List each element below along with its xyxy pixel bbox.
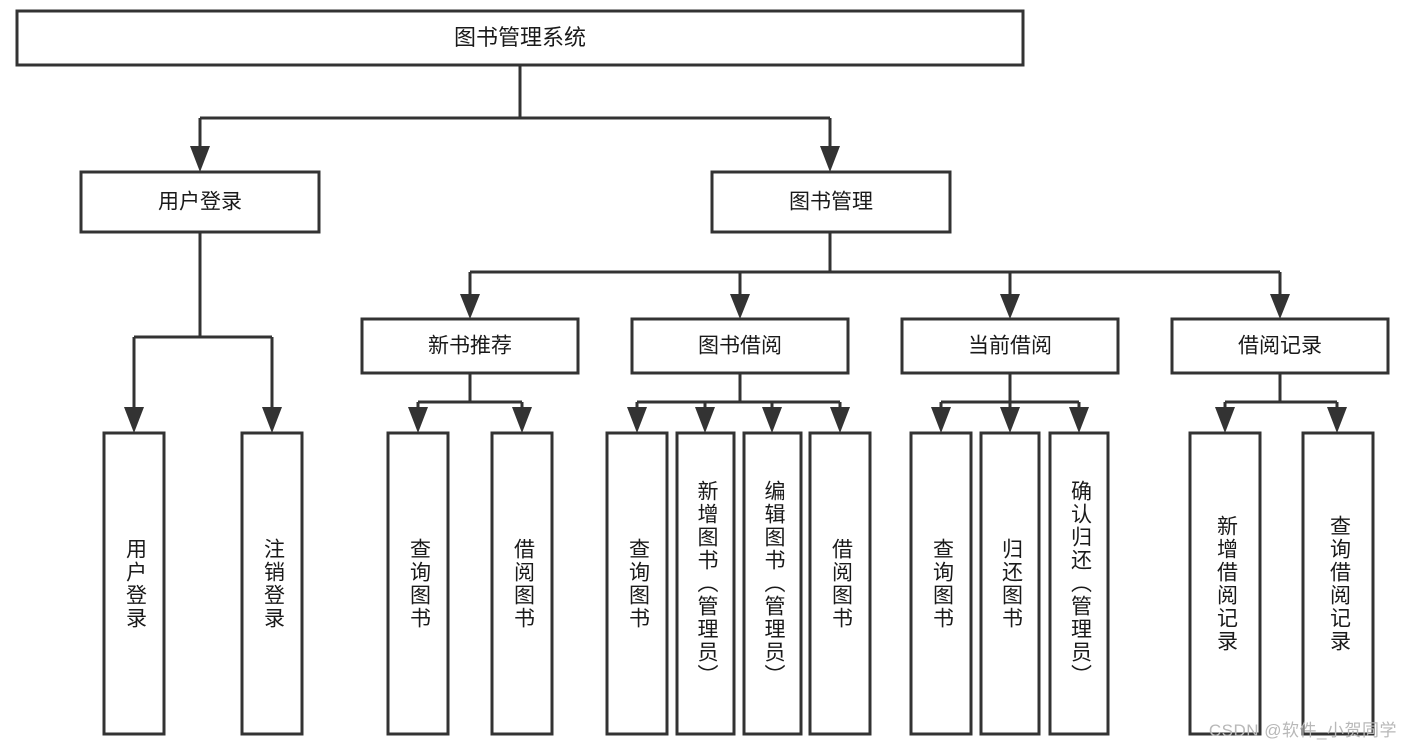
node-box-leaf-borrow-book-2[interactable] [808, 431, 872, 736]
watermark: CSDN @软件_小贺同学 [1208, 721, 1397, 740]
node-box-book-borrow[interactable] [630, 317, 850, 375]
arrow-head-leaf-return-book [1000, 407, 1020, 433]
node-box-leaf-query-book-1[interactable] [386, 431, 450, 736]
arrow-head-user-login [190, 146, 210, 172]
node-labels: 图书管理系统 用户登录 图书管理 新书推荐 图书借阅 当前借阅 借阅记录 [158, 25, 1322, 358]
node-boxes [15, 9, 1390, 736]
node-label-borrow-record: 借阅记录 [1238, 335, 1322, 358]
node-box-leaf-query-record[interactable] [1301, 431, 1375, 736]
node-label-user-login: 用户登录 [158, 191, 242, 214]
node-label-book-borrow: 图书借阅 [698, 335, 782, 358]
arrow-head-leaf-user-login [124, 407, 144, 433]
node-box-new-book-recommend[interactable] [360, 317, 580, 375]
node-box-user-login[interactable] [79, 170, 321, 234]
node-box-leaf-edit-book[interactable] [742, 431, 803, 736]
node-box-leaf-borrow-book-1[interactable] [490, 431, 554, 736]
node-label-root: 图书管理系统 [454, 25, 586, 50]
arrow-head-leaf-logout-login [262, 407, 282, 433]
node-box-book-manage[interactable] [710, 170, 952, 234]
arrow-head-leaf-query-book-2 [627, 407, 647, 433]
node-box-leaf-add-book[interactable] [675, 431, 736, 736]
arrow-head-leaf-query-record [1327, 407, 1347, 433]
node-box-leaf-query-book-2[interactable] [605, 431, 669, 736]
arrow-head-borrow-record [1270, 294, 1290, 319]
arrow-head-new-book-recommend [460, 294, 480, 319]
arrow-head-leaf-edit-book [762, 407, 782, 433]
node-label-book-manage: 图书管理 [789, 191, 873, 214]
arrow-head-leaf-query-book-1 [408, 407, 428, 433]
node-box-leaf-return-book[interactable] [979, 431, 1041, 736]
node-box-leaf-query-book-3[interactable] [909, 431, 973, 736]
node-box-leaf-logout-login[interactable] [240, 431, 304, 736]
node-label-new-book-recommend: 新书推荐 [428, 335, 512, 358]
arrow-head-book-manage [820, 146, 840, 172]
node-box-leaf-user-login[interactable] [102, 431, 166, 736]
connectors [124, 65, 1347, 433]
arrow-head-leaf-borrow-book-1 [512, 407, 532, 433]
node-box-leaf-add-record[interactable] [1188, 431, 1262, 736]
node-box-borrow-record[interactable] [1170, 317, 1390, 375]
arrow-head-leaf-add-book [695, 407, 715, 433]
node-label-current-borrow: 当前借阅 [968, 335, 1052, 358]
arrow-head-leaf-add-record [1215, 407, 1235, 433]
node-box-root[interactable] [15, 9, 1025, 67]
arrow-head-leaf-query-book-3 [931, 407, 951, 433]
arrow-head-current-borrow [1000, 294, 1020, 319]
arrow-head-book-borrow [730, 294, 750, 319]
arrow-head-leaf-borrow-book-2 [830, 407, 850, 433]
arrow-head-leaf-confirm-return [1069, 407, 1089, 433]
node-box-current-borrow[interactable] [900, 317, 1120, 375]
node-box-leaf-confirm-return[interactable] [1048, 431, 1110, 736]
